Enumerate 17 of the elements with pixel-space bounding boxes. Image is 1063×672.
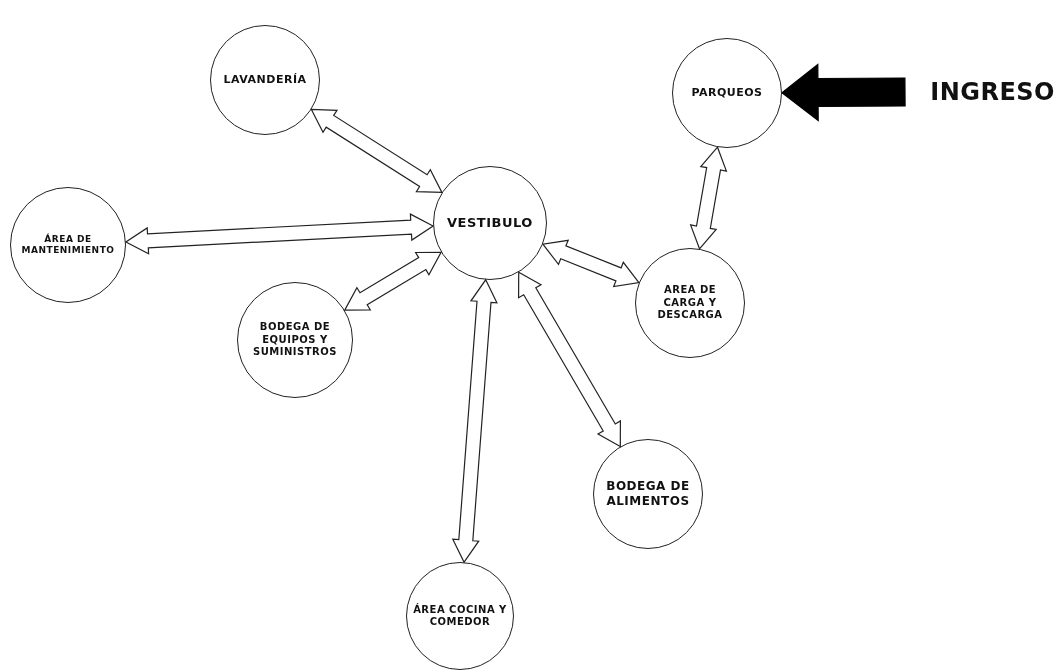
node-label: BODEGA DE EQUIPOS Y SUMINISTROS <box>252 321 338 359</box>
double-arrow <box>124 213 435 255</box>
double-arrow <box>541 239 640 288</box>
double-arrow <box>518 271 621 448</box>
double-arrow <box>689 146 728 250</box>
double-arrow <box>451 278 498 564</box>
node-label: ÁREA DE MANTENIMIENTO <box>20 233 116 257</box>
double-arrow <box>343 251 443 311</box>
node-label: VESTIBULO <box>447 214 533 232</box>
node-label: LAVANDERÍA <box>223 73 307 87</box>
node-label: PARQUEOS <box>691 86 763 100</box>
block-arrow <box>781 63 906 122</box>
node-label: BODEGA DE ALIMENTOS <box>605 479 691 509</box>
node-label: INGRESO <box>930 77 1055 107</box>
node-label: ÁREA COCINA Y COMEDOR <box>412 603 508 629</box>
node-label: AREA DE CARGA Y DESCARGA <box>656 284 724 322</box>
double-arrow <box>310 108 443 194</box>
